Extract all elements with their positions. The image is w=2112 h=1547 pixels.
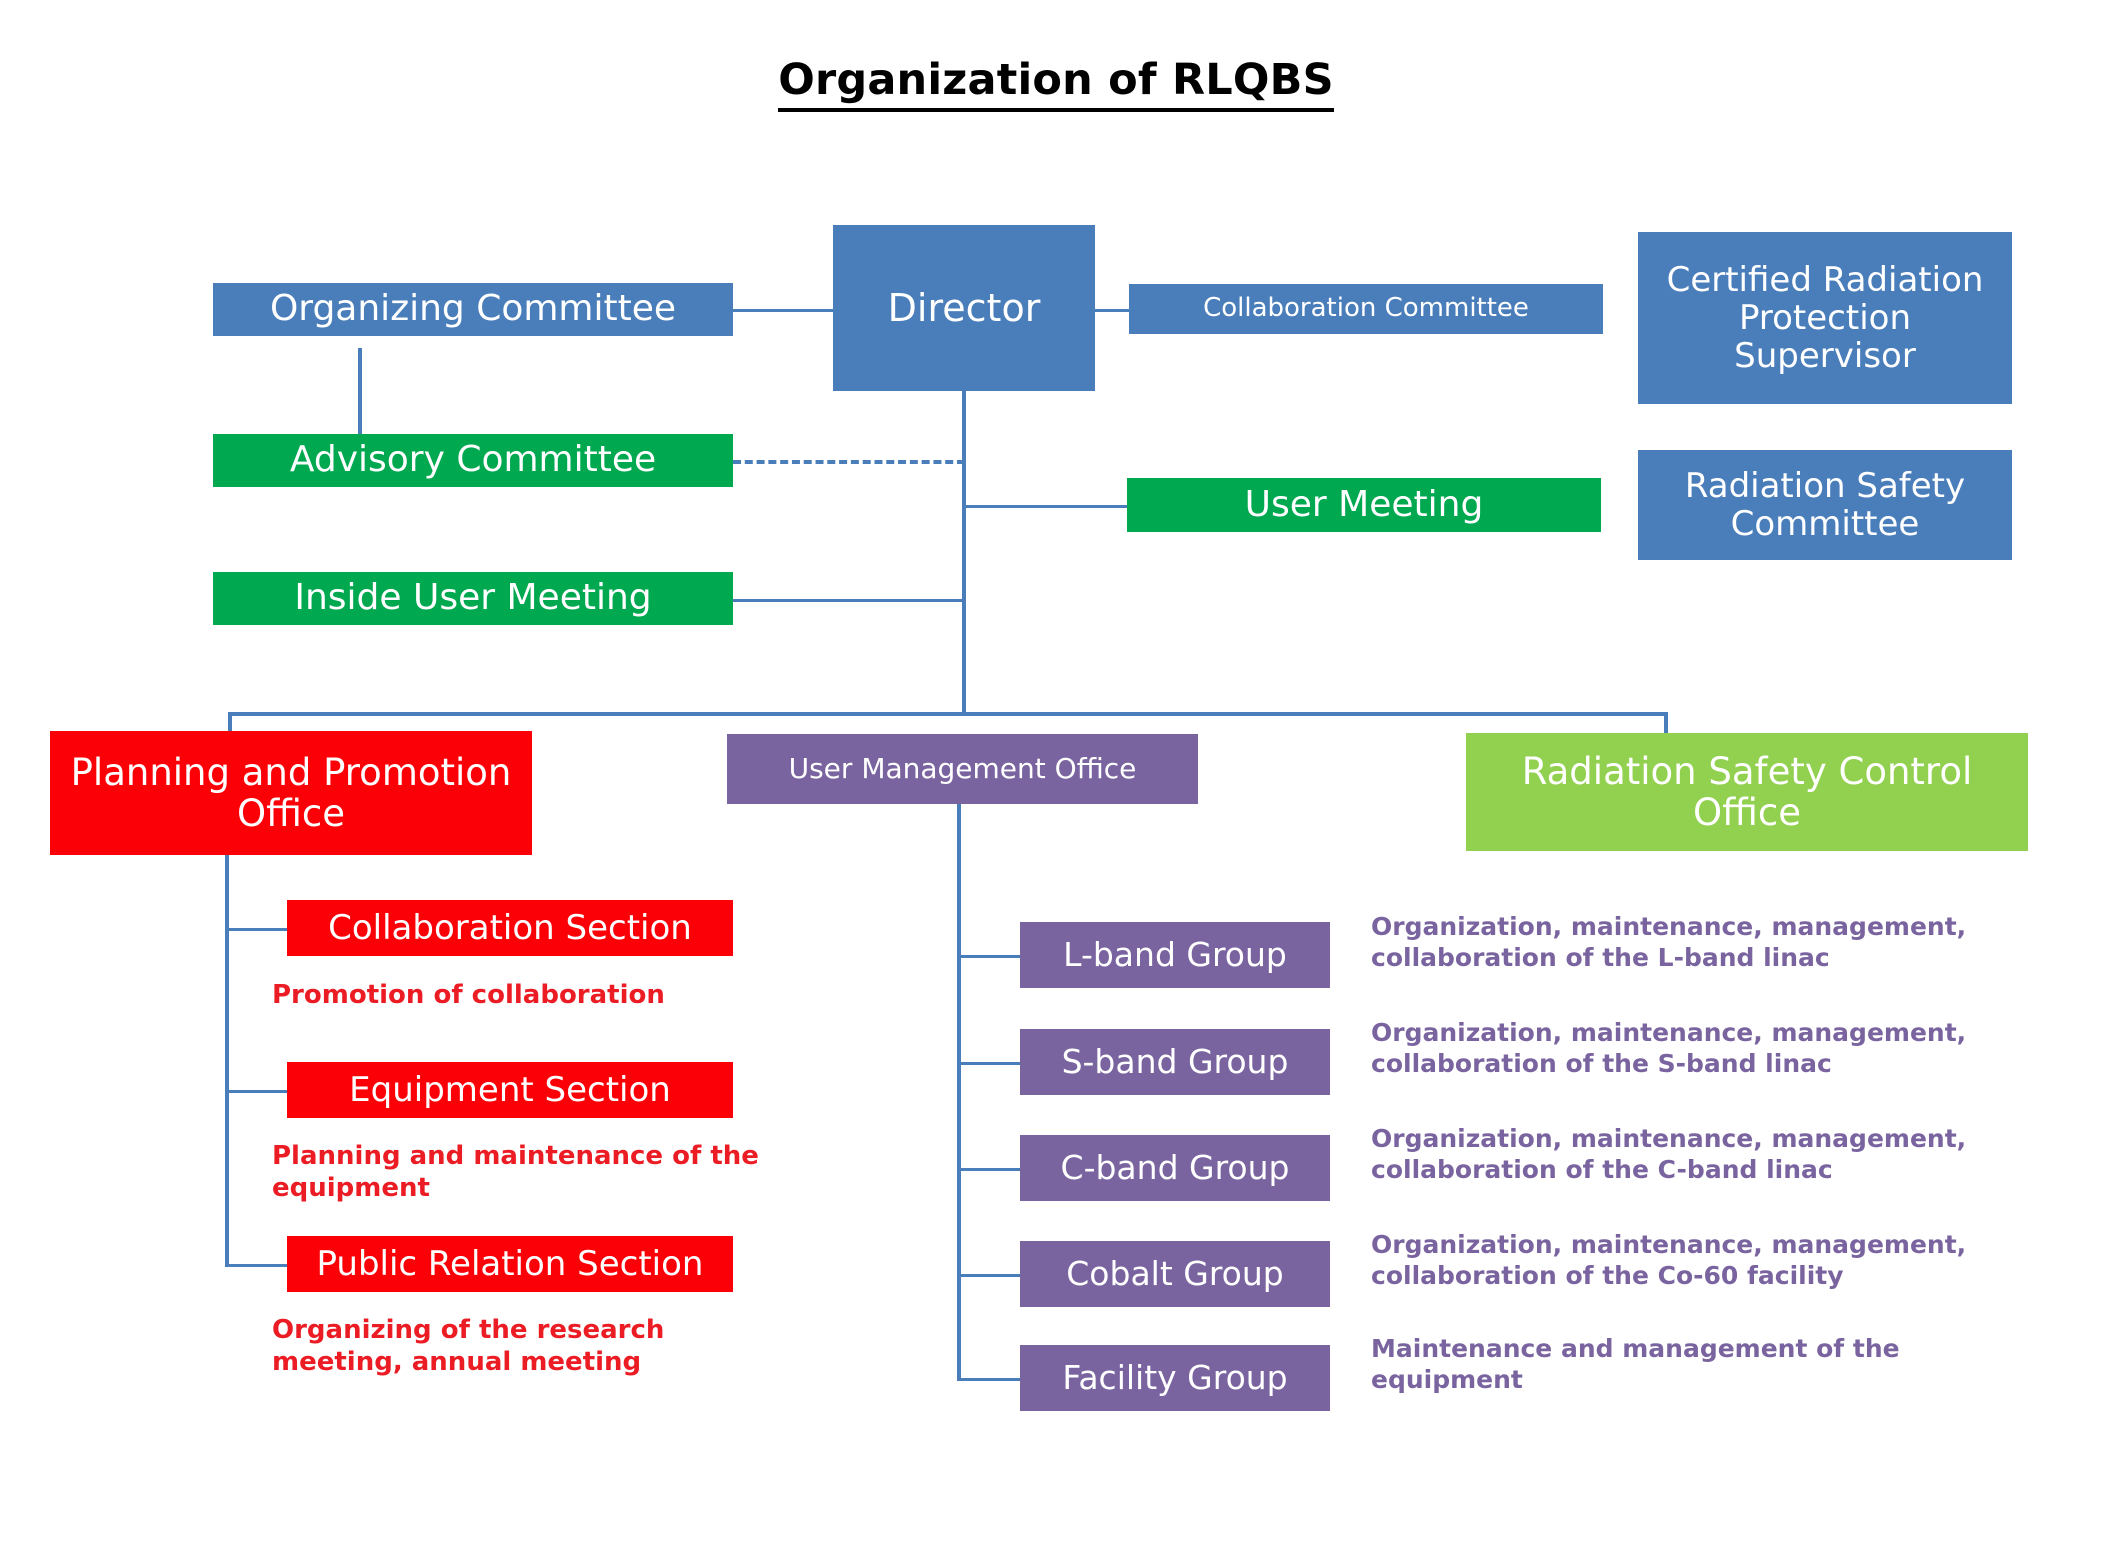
edge-director-to-collaboration-committee	[1094, 309, 1130, 312]
node-radiation-safety-committee[interactable]: Radiation Safety Committee	[1638, 450, 2012, 560]
node-public-relation-section[interactable]: Public Relation Section	[287, 1236, 733, 1292]
edge-organizing-to-director	[730, 309, 835, 312]
node-planning-and-promotion-office[interactable]: Planning and Promotion Office	[50, 731, 532, 855]
caption-public-relation-section: Organizing of the research meeting, annu…	[272, 1315, 665, 1377]
edge-level3-distribution-bar	[228, 712, 1668, 716]
edge-umo-to-c-band	[957, 1168, 1021, 1171]
node-l-band-group[interactable]: L-band Group	[1020, 922, 1330, 988]
edge-planning-subtrunk	[225, 855, 229, 1267]
node-s-band-group[interactable]: S-band Group	[1020, 1029, 1330, 1095]
caption-s-band-group: Organization, maintenance, management, c…	[1371, 1018, 1967, 1078]
node-collaboration-committee[interactable]: Collaboration Committee	[1129, 284, 1603, 334]
edge-organizing-to-advisory	[358, 348, 362, 448]
edge-drop-planning	[228, 712, 232, 734]
edge-planning-to-public-relation-section	[225, 1264, 287, 1267]
node-advisory-committee[interactable]: Advisory Committee	[213, 434, 733, 487]
edge-trunk-to-user-meeting	[962, 505, 1127, 508]
edge-inside-user-meeting-to-trunk	[733, 599, 965, 602]
page-title: Organization of RLQBS	[0, 55, 2112, 112]
caption-equipment-section: Planning and maintenance of the equipmen…	[272, 1141, 759, 1203]
node-user-meeting[interactable]: User Meeting	[1127, 478, 1601, 532]
edge-umo-to-facility	[957, 1378, 1021, 1381]
caption-cobalt-group: Organization, maintenance, management, c…	[1371, 1230, 1967, 1290]
caption-l-band-group: Organization, maintenance, management, c…	[1371, 912, 1967, 972]
caption-c-band-group: Organization, maintenance, management, c…	[1371, 1124, 1967, 1184]
node-cobalt-group[interactable]: Cobalt Group	[1020, 1241, 1330, 1307]
edge-drop-radiation-safety-control	[1664, 712, 1668, 734]
node-director[interactable]: Director	[833, 225, 1095, 391]
page-title-text: Organization of RLQBS	[778, 55, 1334, 112]
edge-user-management-subtrunk	[957, 803, 961, 1380]
caption-facility-group: Maintenance and management of the equipm…	[1371, 1334, 1900, 1394]
node-organizing-committee[interactable]: Organizing Committee	[213, 283, 733, 336]
node-radiation-safety-control-office[interactable]: Radiation Safety Control Office	[1466, 733, 2028, 851]
node-c-band-group[interactable]: C-band Group	[1020, 1135, 1330, 1201]
node-inside-user-meeting[interactable]: Inside User Meeting	[213, 572, 733, 625]
edge-advisory-dashed-to-trunk	[733, 460, 965, 464]
node-certified-radiation-protection-supervisor[interactable]: Certified Radiation Protection Superviso…	[1638, 232, 2012, 404]
node-equipment-section[interactable]: Equipment Section	[287, 1062, 733, 1118]
caption-collaboration-section: Promotion of collaboration	[272, 980, 665, 1010]
edge-planning-to-collaboration-section	[225, 928, 287, 931]
node-facility-group[interactable]: Facility Group	[1020, 1345, 1330, 1411]
edge-umo-to-cobalt	[957, 1274, 1021, 1277]
edge-umo-to-l-band	[957, 955, 1021, 958]
edge-umo-to-s-band	[957, 1062, 1021, 1065]
edge-planning-to-equipment-section	[225, 1090, 287, 1093]
node-user-management-office[interactable]: User Management Office	[727, 734, 1198, 804]
edge-director-trunk	[962, 390, 966, 715]
node-collaboration-section[interactable]: Collaboration Section	[287, 900, 733, 956]
